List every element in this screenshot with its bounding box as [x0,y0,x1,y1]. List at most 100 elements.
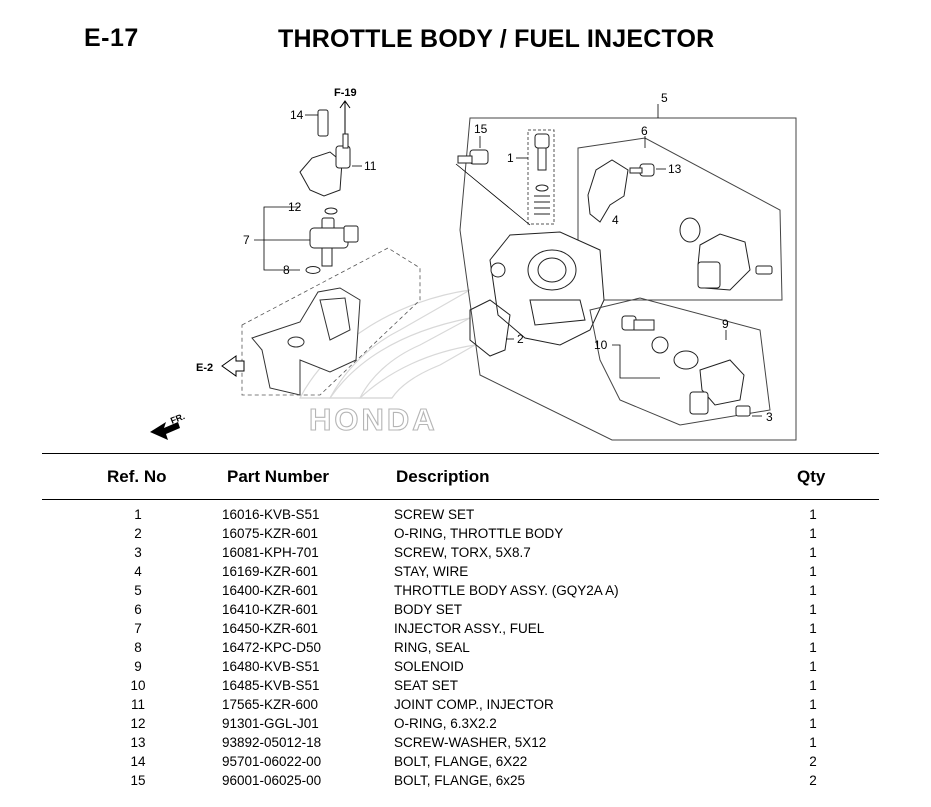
ref-e2-arrow [221,355,245,377]
callout-4: 4 [612,213,619,227]
qty-cell: 1 [809,602,817,617]
qty-cell: 1 [809,716,817,731]
qty-cell: 1 [809,697,817,712]
table-row: 15 96001-06025-00 BOLT, FLANGE, 6x25 2 [0,772,931,791]
part-number-cell: 16472-KPC-D50 [222,640,322,655]
callout-5: 5 [661,91,668,105]
qty-cell: 1 [809,735,817,750]
description-cell: SCREW SET [394,507,475,522]
table-row: 5 16400-KZR-601 THROTTLE BODY ASSY. (GQY2A… [0,582,931,601]
qty-cell: 1 [809,678,817,693]
description-cell: STAY, WIRE [394,564,469,579]
description-cell: BOLT, FLANGE, 6x25 [394,773,526,788]
injector-joint-drawing [299,109,351,197]
part-number-cell: 91301-GGL-J01 [222,716,319,731]
part-number-cell: 95701-06022-00 [222,754,322,769]
ref-no-cell: 10 [130,678,146,693]
qty-cell: 1 [809,621,817,636]
ref-no-cell: 14 [130,754,146,769]
qty-cell: 1 [809,507,817,522]
table-row: 7 16450-KZR-601 INJECTOR ASSY., FUEL 1 [0,620,931,639]
description-cell: BOLT, FLANGE, 6X22 [394,754,528,769]
ref-no-cell: 9 [134,659,142,674]
table-header-rule [42,499,879,500]
callout-10: 10 [594,338,608,352]
description-cell: SCREW-WASHER, 5X12 [394,735,547,750]
table-row: 8 16472-KPC-D50 RING, SEAL 1 [0,639,931,658]
throttle-assy-outline [459,117,797,441]
description-cell: SCREW, TORX, 5X8.7 [394,545,531,560]
description-cell: O-RING, 6.3X2.2 [394,716,497,731]
qty-cell: 1 [809,583,817,598]
part-number-cell: 16450-KZR-601 [222,621,319,636]
part-number-cell: 96001-06025-00 [222,773,322,788]
table-top-rule [42,453,879,454]
ref-no-cell: 5 [134,583,142,598]
honda-watermark-text: HONDA [309,402,438,437]
callout-13: 13 [668,162,682,176]
table-row: 12 91301-GGL-J01 O-RING, 6.3X2.2 1 [0,715,931,734]
ref-no-cell: 6 [134,602,142,617]
callout-6: 6 [641,124,648,138]
solenoid-drawing [621,315,751,417]
ref-no-cell: 4 [134,564,142,579]
qty-cell: 1 [809,640,817,655]
screw-set-drawing [527,129,555,225]
bolt-15-drawing [457,149,489,165]
page-title: THROTTLE BODY / FUEL INJECTOR [278,25,715,53]
description-cell: INJECTOR ASSY., FUEL [394,621,545,636]
header-part-number: Part Number [227,467,330,486]
part-number-cell: 16075-KZR-601 [222,526,319,541]
header-qty: Qty [797,467,826,486]
part-number-cell: 16400-KZR-601 [222,583,319,598]
table-row: 13 93892-05012-18 SCREW-WASHER, 5X12 1 [0,734,931,753]
callout-1: 1 [507,151,514,165]
ref-no-cell: 15 [130,773,146,788]
manifold-dash-outline [241,247,421,396]
callout-8: 8 [283,263,290,277]
ref-no-cell: 1 [134,507,142,522]
part-number-cell: 16081-KPH-701 [222,545,319,560]
front-arrow-icon [150,422,180,440]
description-cell: BODY SET [394,602,463,617]
sensor-drawing [679,217,773,291]
solenoid-box-outline [589,297,771,426]
ref-e2-label: E-2 [196,362,213,374]
ref-no-cell: 2 [134,526,142,541]
part-number-cell: 16169-KZR-601 [222,564,319,579]
callout-11: 11 [364,159,377,173]
qty-cell: 1 [809,545,817,560]
table-row: 3 16081-KPH-701 SCREW, TORX, 5X8.7 1 [0,544,931,563]
part-number-cell: 16480-KVB-S51 [222,659,320,674]
front-label: FR. [169,411,186,426]
description-cell: JOINT COMP., INJECTOR [394,697,554,712]
qty-cell: 1 [809,564,817,579]
ref-no-cell: 12 [130,716,146,731]
callout-labels: 1 2 3 4 5 6 7 8 9 10 11 12 13 14 15 [243,91,773,424]
description-cell: SEAT SET [394,678,459,693]
ref-no-cell: 3 [134,545,142,560]
description-cell: THROTTLE BODY ASSY. (GQY2A A) [394,583,619,598]
qty-cell: 2 [809,773,817,788]
ref-no-cell: 7 [134,621,142,636]
screw-13-drawing [629,163,655,177]
exploded-parts-diagram: HONDA F-19 E-2 FR. [150,87,797,441]
throttle-oring-drawing [469,299,511,357]
ref-no-cell: 13 [130,735,146,750]
header-ref-no: Ref. No [107,467,167,486]
ref-no-cell: 8 [134,640,142,655]
part-number-cell: 17565-KZR-600 [222,697,319,712]
description-cell: RING, SEAL [394,640,470,655]
stay-wire-drawing [587,159,629,223]
callout-3: 3 [766,410,773,424]
table-row: 4 16169-KZR-601 STAY, WIRE 1 [0,563,931,582]
callout-2: 2 [517,332,524,346]
part-number-cell: 93892-05012-18 [222,735,322,750]
